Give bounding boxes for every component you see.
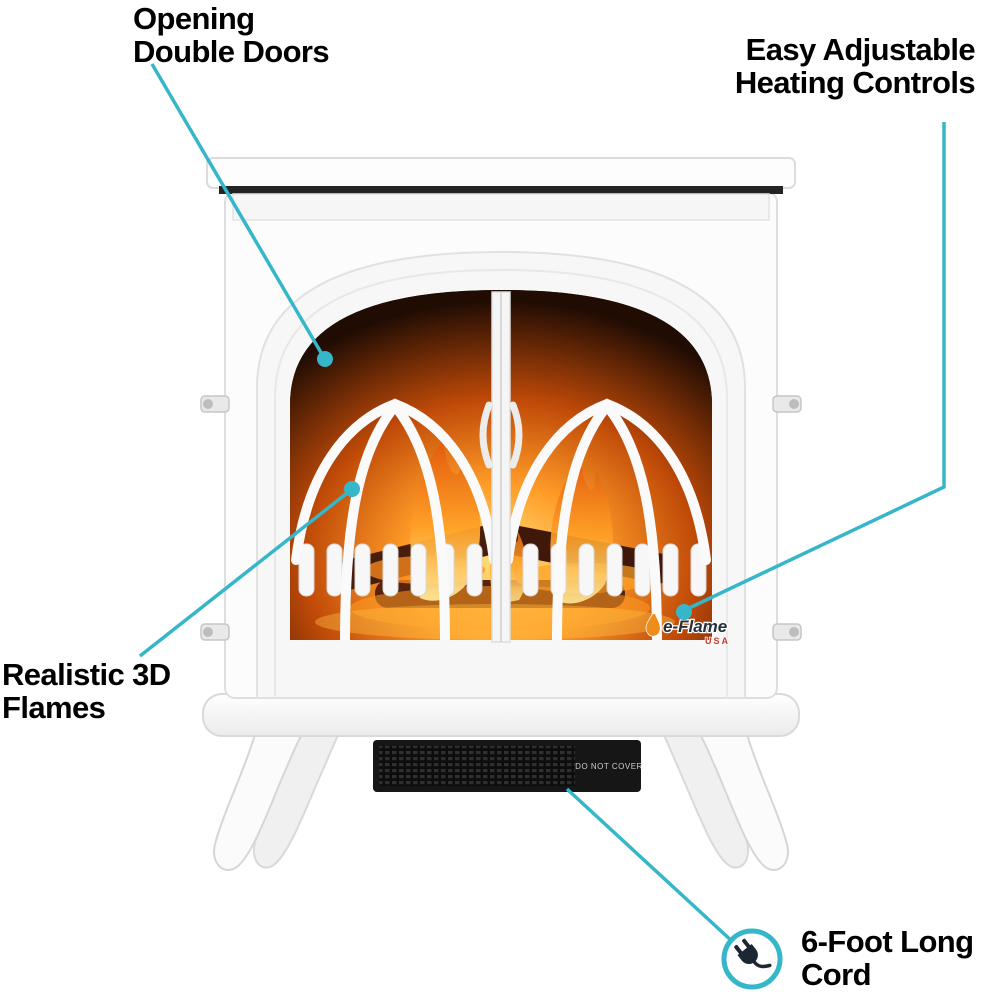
callout-heating-controls: Easy Adjustable Heating Controls	[734, 32, 976, 101]
callout-flames-line2: Flames	[2, 690, 106, 726]
stove-front-leg-left	[213, 727, 307, 871]
stove-base	[202, 693, 800, 737]
callout-controls-line2: Heating Controls	[734, 65, 976, 101]
brand-name: e-Flame	[663, 617, 727, 636]
callout-cord-line2: Cord	[801, 957, 872, 993]
callout-long-cord: 6-Foot Long Cord	[801, 924, 974, 993]
plug-badge	[721, 928, 783, 990]
stove-top	[206, 157, 796, 221]
brand-logo: e-Flame USA	[645, 613, 730, 647]
hinge-right-bottom	[772, 623, 802, 641]
vent-warning-label: DO NOT COVER	[575, 762, 643, 771]
fireplace-stove-illustration: DO NOT COVER	[200, 157, 802, 871]
heater-vent: DO NOT COVER	[373, 740, 643, 792]
hinge-left-top	[200, 395, 230, 413]
flame-icon	[645, 613, 661, 637]
stove-front-leg-right	[695, 727, 789, 871]
callout-cord-line1: 6-Foot Long	[801, 924, 974, 959]
door-handle-right	[509, 401, 523, 469]
door-handle-left	[479, 401, 493, 469]
callout-doors-line1: Opening	[133, 1, 255, 36]
plug-icon	[734, 938, 772, 969]
brand-sub: USA	[705, 636, 730, 646]
hinge-right-top	[772, 395, 802, 413]
callout-realistic-flames: Realistic 3D Flames	[2, 658, 171, 725]
callout-opening-double-doors: Opening Double Doors	[133, 1, 330, 70]
callout-controls-line1: Easy Adjustable	[745, 32, 976, 67]
callout-flames-line1: Realistic 3D	[2, 657, 171, 692]
callout-doors-line2: Double Doors	[133, 34, 330, 70]
hinge-left-bottom	[200, 623, 230, 641]
